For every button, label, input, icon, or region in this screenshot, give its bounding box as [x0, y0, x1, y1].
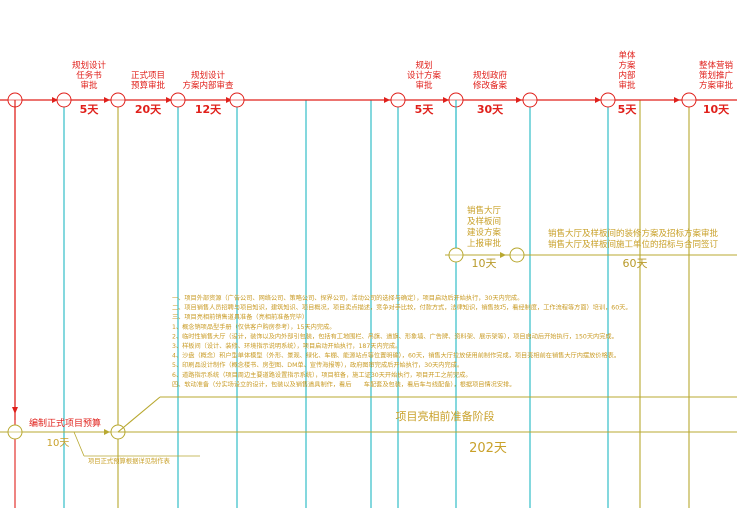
step-label-2: 正式项目预算审批	[131, 70, 166, 91]
step-duration-3: 12天	[195, 103, 222, 116]
step-label-7: 整体营销策划推广方案审批	[699, 60, 734, 91]
top-step-label-group: 规划设计任务书审批 5天 正式项目预算审批 20天 规划设计方案内部审查 12天 规划设计方…	[72, 50, 734, 116]
mid-step-duration-1: 10天	[472, 257, 497, 270]
note-line: 三、项目亮相前销售道具准备（亮相前准备完毕）	[172, 313, 308, 321]
mid-step-label-2: 销售大厅及样板间的装修方案及招标方案审批销售大厅及样板间施工单位的招标与合同签订	[548, 228, 719, 250]
note-line: 一、项目外部资源（广告公司、网络公司、策略公司、探界公司，活动公司的选择与确定）…	[172, 294, 523, 302]
step-duration-1: 5天	[80, 103, 100, 116]
phase-label: 项目亮相前准备阶段	[396, 409, 495, 423]
note-line: 1、概念销项品型手册（仅供客户购房参考），15天内完成。	[172, 323, 335, 331]
top-nodes	[7, 92, 697, 108]
note-line: 4、沙盘（概念）积户型单体模型（外形、景观、绿化、车棚、能源站点等位置明确），6…	[172, 352, 620, 360]
mid-step-label-group: 销售大厅及样板间建设方案上报审批 10天 销售大厅及样板间的装修方案及招标方案审批销…	[467, 205, 719, 270]
notes-block: 一、项目外部资源（广告公司、网络公司、策略公司、探界公司，活动公司的选择与确定）…	[172, 294, 632, 388]
note-line: 四、软动准备（分实场设立的设计，包装以及销售道具制作，看后 车配套及包装，看后车…	[172, 380, 515, 388]
budget-duration: 10天	[47, 438, 70, 449]
step-label-5: 规划政府修改备案	[473, 70, 508, 91]
note-line: 二、项目销售人员招聘与项目知识，建筑知识、项目概况，项目卖点描述，竞争对手比较，…	[172, 304, 632, 312]
note-line: 6、道路指示系统（项目周边主要道路设置指示系统），项目桩备，施工证30天开始执行…	[172, 371, 472, 379]
budget-label: 编制正式项目预算	[29, 417, 101, 429]
phase-duration: 202天	[469, 441, 507, 456]
step-label-3: 规划设计方案内部审查	[182, 70, 234, 91]
note-line: 3、样板间（设计、装修、环境指示说明系统），项目启动开始执行，187天内完成。	[172, 342, 401, 350]
budget-note: 项目正式预算根据详见制作表	[88, 456, 171, 465]
step-duration-5: 30天	[477, 103, 504, 116]
note-line: 5、印刷品设计制作（概念楼书、房型图、DM单、宣传海报等），政府图审完成后开始执…	[172, 361, 463, 369]
step-duration-6: 5天	[618, 103, 638, 116]
note-line: 2、临时性销售大厅（设计，装饰以及内外部引包装，包括有工地围栏、吊旗、道旗、形象…	[172, 332, 618, 340]
bottom-section	[0, 100, 737, 457]
vertical-lines	[14, 100, 690, 508]
mid-step-duration-2: 60天	[623, 257, 648, 270]
step-label-1: 规划设计任务书审批	[72, 60, 107, 91]
step-duration-4: 5天	[415, 103, 435, 116]
step-duration-7: 10天	[703, 103, 730, 116]
step-label-6: 单体方案内部审批	[618, 50, 636, 91]
step-label-4: 规划设计方案审批	[407, 60, 442, 91]
step-duration-2: 20天	[135, 103, 162, 116]
mid-step-label-1: 销售大厅及样板间建设方案上报审批	[467, 205, 502, 249]
mid-section	[445, 100, 737, 263]
